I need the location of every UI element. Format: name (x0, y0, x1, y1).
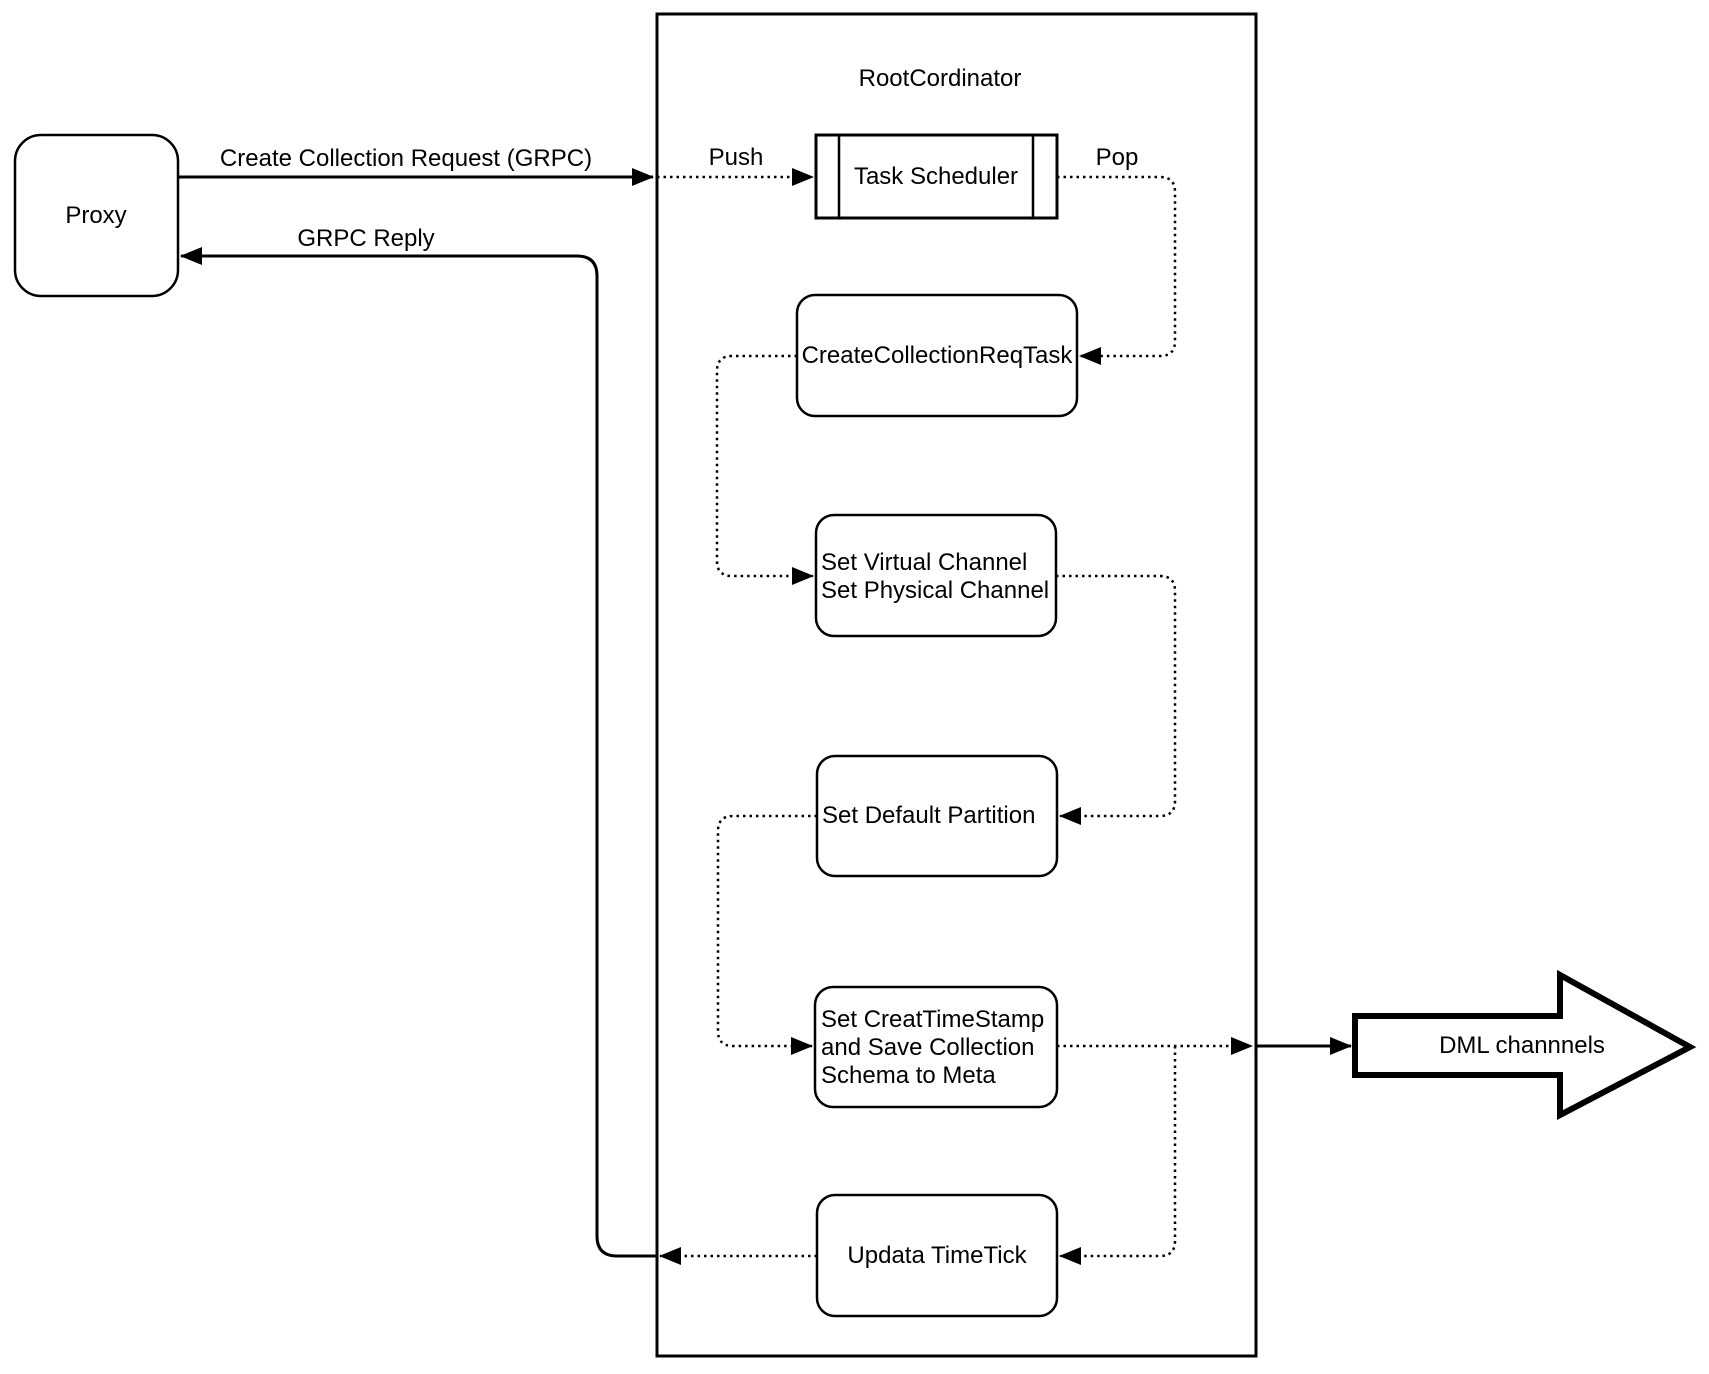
push-label: Push (708, 144, 764, 171)
set-timestamp-line3: Schema to Meta (821, 1062, 996, 1089)
pop-label: Pop (1095, 144, 1139, 171)
create-collection-request-label: Create Collection Request (GRPC) (219, 145, 593, 172)
partition-to-timestamp-edge (716, 814, 817, 1055)
task-scheduler-node (814, 133, 1059, 220)
reqtask-to-setchannels-edge (715, 354, 814, 585)
grpc-reply-label: GRPC Reply (297, 225, 435, 252)
root-coordinator-title: RootCordinator (858, 65, 1022, 92)
root-coordinator-container (655, 12, 1258, 1358)
proxy-node (13, 133, 180, 298)
pop-edge (1057, 175, 1177, 365)
set-timestamp-label: Set CreatTimeStamp and Save Collection S… (821, 1006, 1044, 1090)
set-default-partition-label: Set Default Partition (822, 802, 1036, 829)
grpc-reply-edge (180, 247, 657, 1258)
set-timestamp-line1: Set CreatTimeStamp (821, 1006, 1045, 1033)
update-timetick-label: Updata TimeTick (847, 1242, 1027, 1269)
dml-channels-label: DML channnels (1439, 1032, 1605, 1059)
proxy-label: Proxy (65, 202, 127, 229)
set-channels-label: Set Virtual Channel Set Physical Channel (821, 549, 1049, 605)
set-timestamp-line2: and Save Collection (821, 1034, 1035, 1061)
dml-channels-arrow-shape (1352, 969, 1697, 1120)
set-channels-line2: Set Physical Channel (821, 577, 1050, 604)
create-collection-req-task-label: CreateCollectionReqTask (801, 342, 1073, 369)
task-scheduler-label: Task Scheduler (853, 163, 1019, 190)
timestamp-to-timetick-edge (1059, 1046, 1177, 1265)
set-channels-line1: Set Virtual Channel (821, 549, 1028, 576)
